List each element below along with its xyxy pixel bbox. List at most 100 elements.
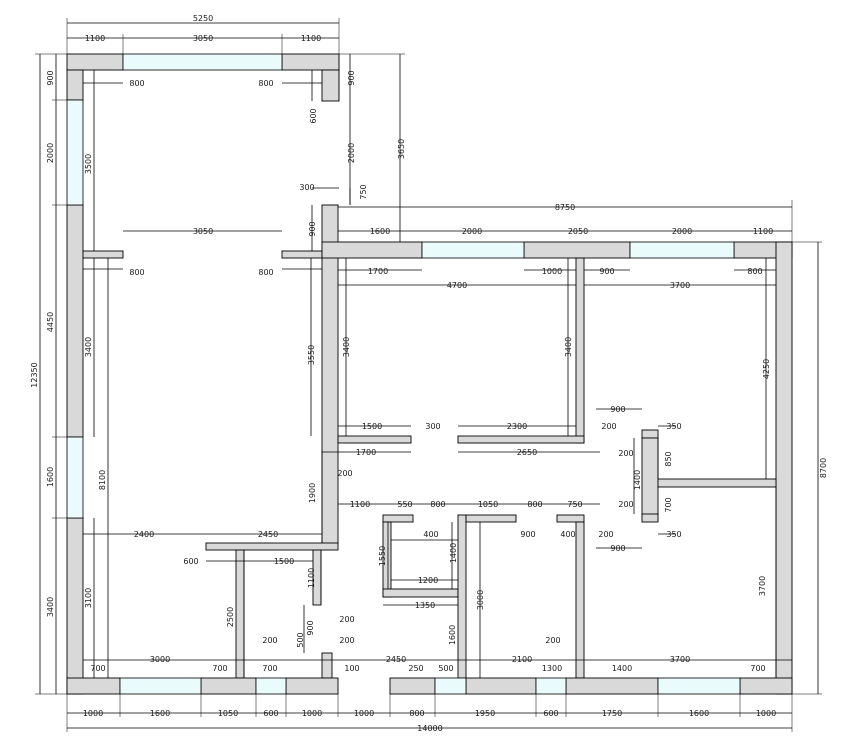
dim-overall-8700: 8700 [819,458,828,478]
dim-100: 100 [344,664,359,673]
wall-right-top-1 [321,241,423,259]
walls [66,53,793,695]
dim-right-2000: 2000 [347,143,356,163]
dim-1600-vert: 1600 [448,625,457,645]
wall-closet-horizontal [657,478,777,488]
dim-closet-350-bottom: 350 [666,530,681,539]
wall-closet-vert [641,437,659,521]
dim-900-small: 900 [306,620,315,635]
dim-3700-lower: 3700 [670,655,690,664]
dim-closet-200-a: 200 [618,449,633,458]
dim-1100-lower: 1100 [350,500,370,509]
dim-1400-lower: 1400 [612,664,632,673]
wall-stub-left [82,250,124,259]
wall-bath-right [457,514,467,679]
dim-bottom-800: 800 [409,709,424,718]
dim-700-b: 700 [212,664,227,673]
wall-bottom-3 [285,677,339,695]
dim-700-c: 700 [262,664,277,673]
dim-left-1600: 1600 [46,467,55,487]
dim-600-lower: 600 [183,557,198,566]
dim-bottom-overall: 14000 [417,724,442,733]
wall-lower-v3 [321,652,333,679]
dim-bottom-1000a: 1000 [83,709,103,718]
dim-250: 250 [408,664,423,673]
dim-500-b: 500 [438,664,453,673]
dim-800-top: 800 [747,267,762,276]
dim-200-g: 200 [262,636,277,645]
wall-right-top-2 [523,241,631,259]
dim-top-seg3: 1100 [301,34,321,43]
dim-4250: 4250 [762,359,771,379]
dim-500: 500 [296,632,305,647]
dim-200-corr: 200 [337,469,352,478]
dim-top-1600: 1600 [370,227,390,236]
wall-bottom-5 [465,677,537,695]
dim-1000: 1000 [542,267,562,276]
wall-bath-bottom [382,588,459,598]
dim-bottom-1050: 1050 [218,709,238,718]
dim-200-wall: 200 [339,615,354,624]
window-bottom-4 [535,677,567,695]
dim-1700: 1700 [368,267,388,276]
dim-bottom-1000c: 1000 [354,709,374,718]
dim-top-2000b: 2000 [672,227,692,236]
dim-2300: 2300 [507,422,527,431]
dim-3550: 3550 [307,345,316,365]
dim-bottom-1950: 1950 [475,709,495,718]
dim-top-600: 600 [309,108,318,123]
dim-top-900-right: 900 [347,70,356,85]
dim-left-3400: 3400 [84,337,93,357]
wall-bath-top2 [465,514,517,523]
wall-bottom-6 [565,677,659,695]
dim-closet-850: 850 [664,451,673,466]
dim-bottom-1000d: 1000 [756,709,776,718]
dim-mid-3050: 3050 [193,227,213,236]
wall-bottom-1 [66,677,121,695]
wall-room-bottom-left [337,435,412,444]
window-left-upper [66,99,84,206]
wall-left-3 [66,517,84,695]
dim-2400: 2400 [134,530,154,539]
dim-2450: 2450 [258,530,278,539]
window-right-top-2 [629,241,735,259]
dim-1500-lower: 1500 [274,557,294,566]
wall-lower-v1 [235,549,245,679]
wall-top-left [66,53,124,71]
window-right-top-1 [421,241,525,259]
dim-750: 750 [359,184,368,199]
wall-closet-top [641,429,659,439]
dim-200-lower-room: 200 [598,530,613,539]
wall-left-2 [66,204,84,438]
dim-800-lower-a: 800 [430,500,445,509]
dim-2500: 2500 [226,607,235,627]
dim-1900: 1900 [308,483,317,503]
dim-bottom-1600a: 1600 [150,709,170,718]
dim-closet-700: 700 [664,497,673,512]
dim-300-door: 300 [425,422,440,431]
dim-3400-room2: 3400 [564,337,573,357]
dim-top-2000a: 2000 [462,227,482,236]
window-bottom-2 [255,677,287,695]
dim-left-3400-b: 3400 [46,597,55,617]
dim-top-seg1: 1100 [85,34,105,43]
dim-300: 300 [299,183,314,192]
dim-3400-room1: 3400 [342,337,351,357]
dim-top-overall: 5250 [193,14,213,23]
dim-bottom-1000b: 1000 [302,709,322,718]
dim-closet-1400: 1400 [633,470,642,490]
dim-1400-bath: 1400 [449,543,458,563]
window-bottom-5 [657,677,741,695]
wall-right-exterior [775,241,793,695]
wall-bottom-4 [389,677,436,695]
dim-1700-b: 1700 [356,448,376,457]
dim-4700: 4700 [447,281,467,290]
dim-200-h: 200 [339,636,354,645]
dimension-lines [35,18,822,732]
wall-right-lower-top [556,514,585,523]
dim-1100-vert: 1100 [307,568,316,588]
dim-3700-vert: 3700 [758,576,767,596]
dim-overall-12350: 12350 [30,362,39,387]
dim-700-d: 700 [750,664,765,673]
dim-200-room: 200 [601,422,616,431]
